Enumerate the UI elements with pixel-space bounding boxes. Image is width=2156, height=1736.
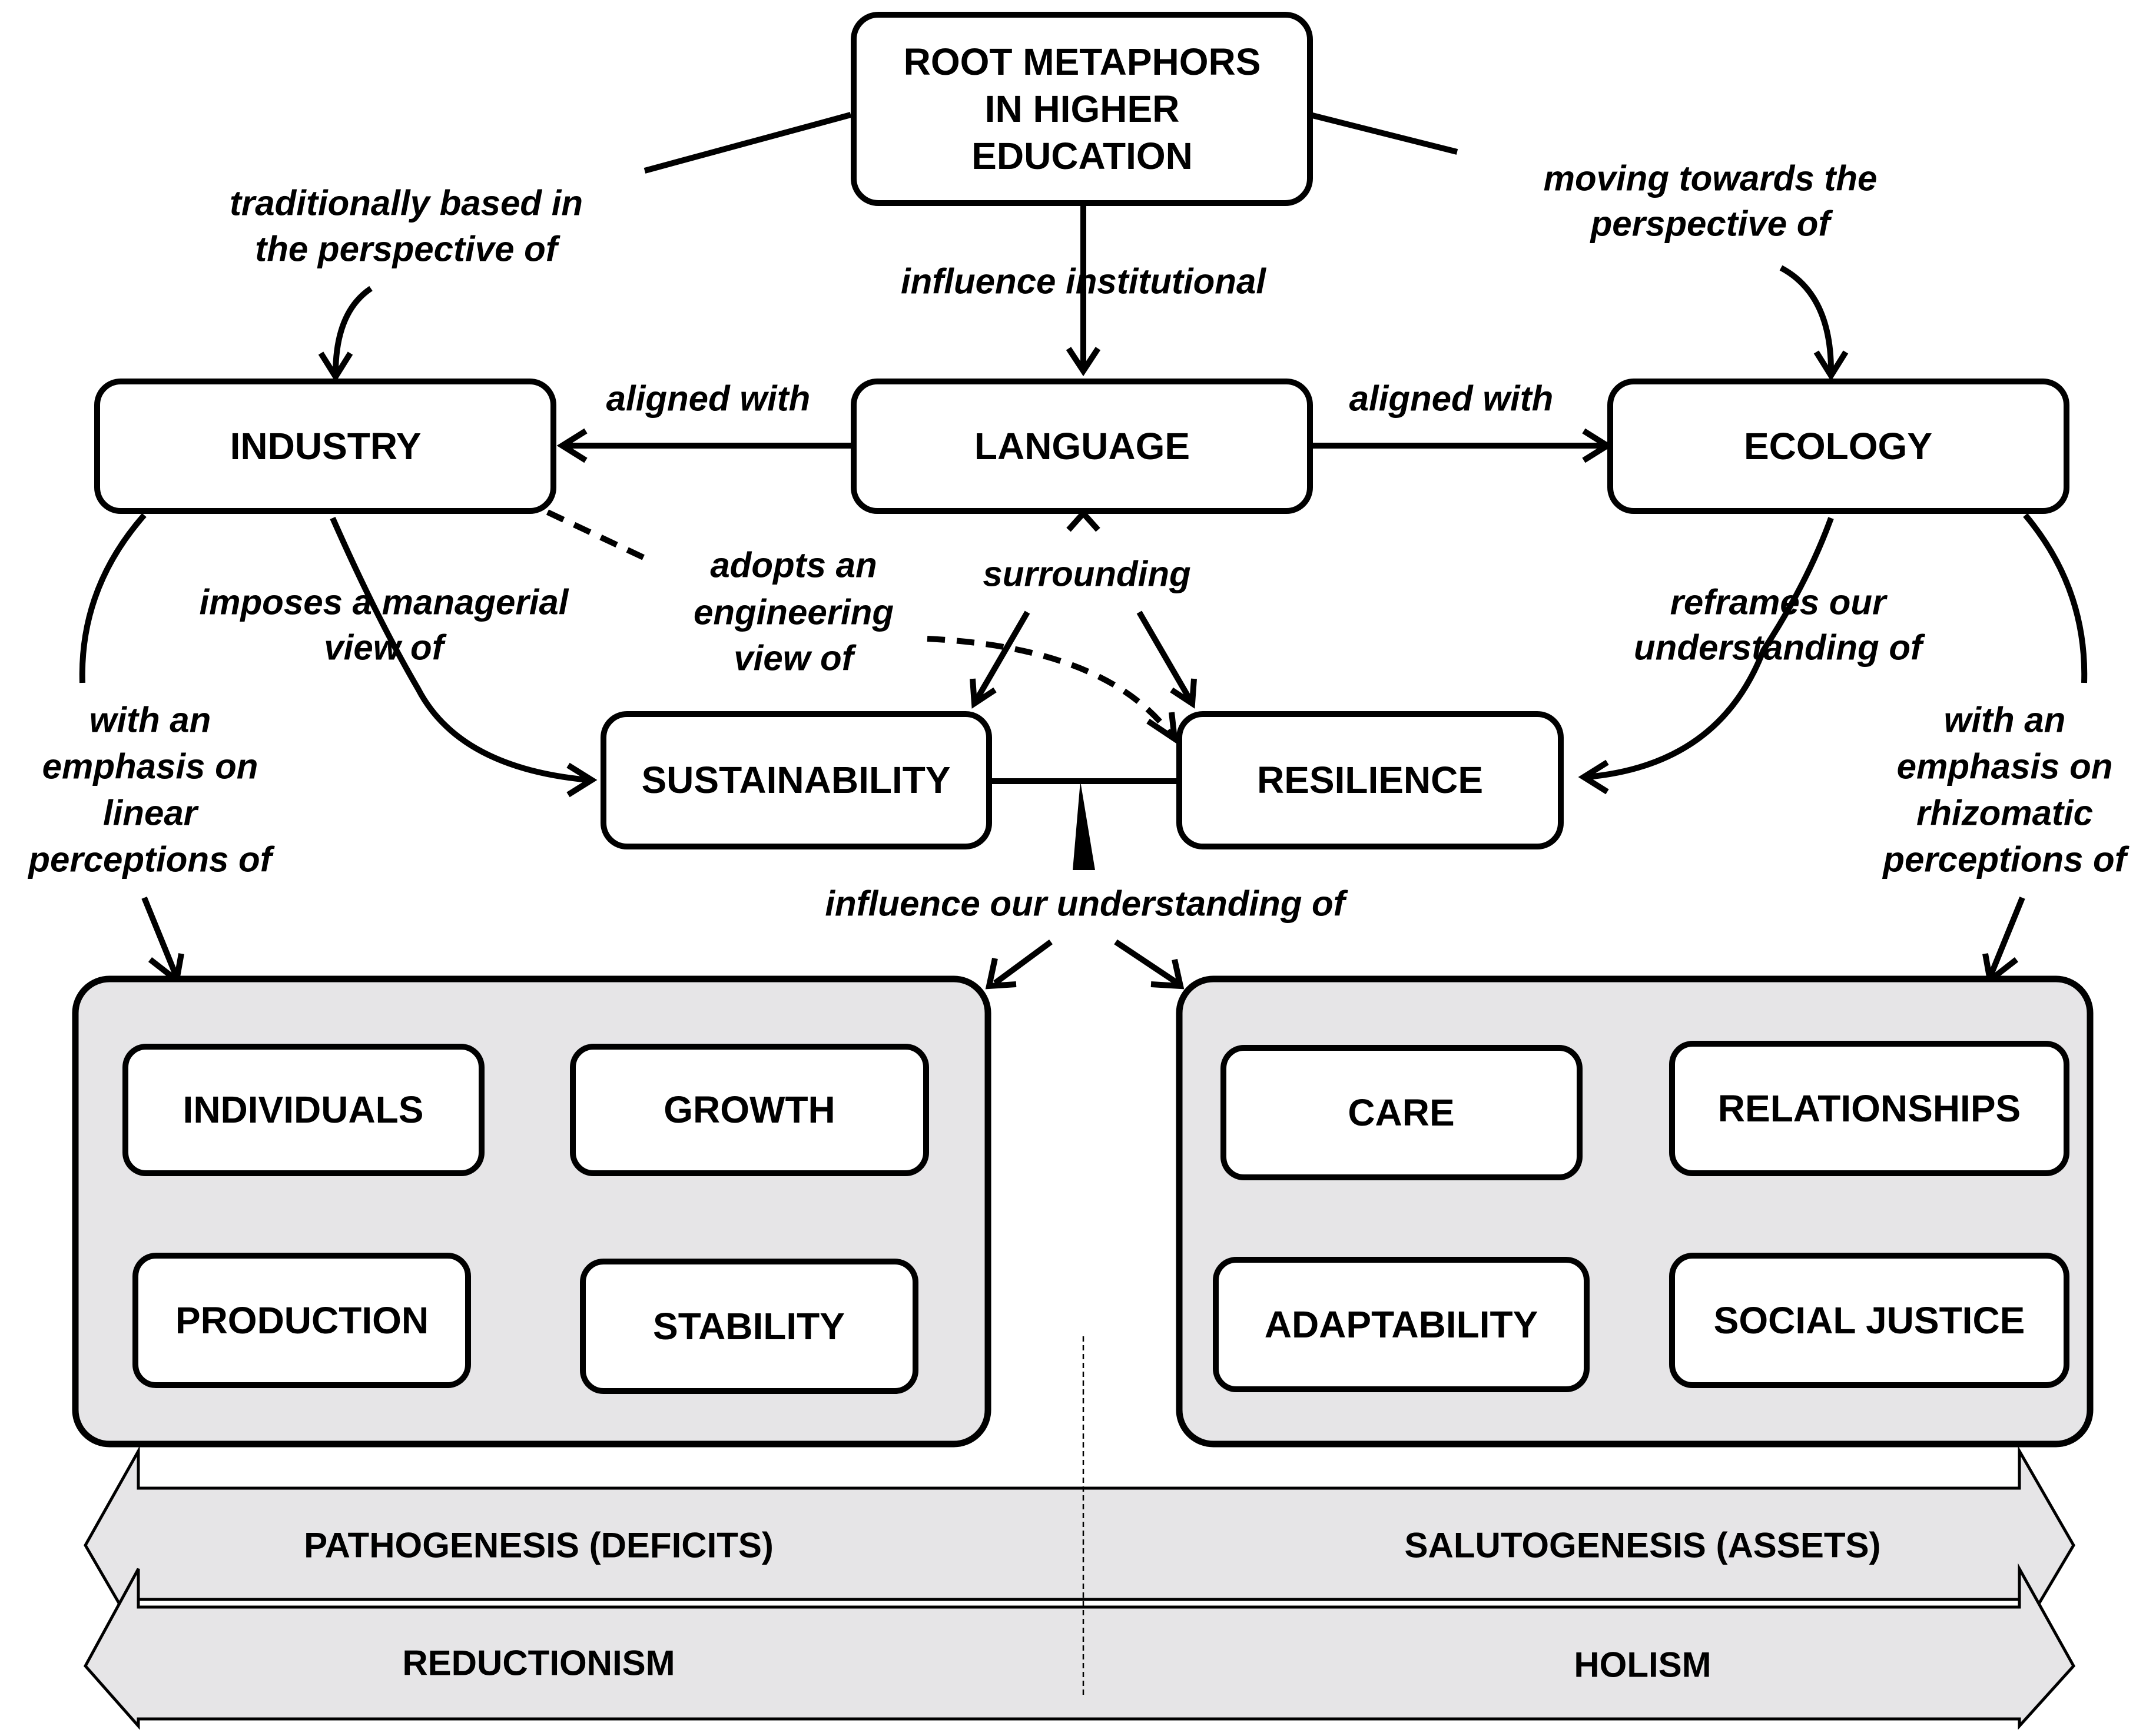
resilience-label: RESILIENCE xyxy=(1257,759,1483,801)
sustainability-node: SUSTAINABILITY xyxy=(601,711,992,849)
arrow-to-resilience xyxy=(1136,610,1197,709)
ecology-label: ECOLOGY xyxy=(1744,425,1932,467)
root-line-3: EDUCATION xyxy=(971,135,1193,177)
label-rhizomatic-line-3: rhizomatic xyxy=(1916,794,2093,833)
label-imposes-line-1: imposes a managerial xyxy=(200,583,569,622)
language-label: LANGUAGE xyxy=(974,425,1190,467)
arrow-ecology-to-resilience xyxy=(1578,517,1834,795)
label-imposes: imposes a managerial view of xyxy=(200,583,569,668)
label-reframes-line-2: understanding of xyxy=(1634,628,1925,668)
arrow-language-to-industry xyxy=(556,428,857,463)
salutogenesis-label: SALUTOGENESIS (ASSETS) xyxy=(1404,1526,1880,1565)
arrow-emphasis-linear xyxy=(141,897,184,986)
dashed-industry-to-resilience xyxy=(546,509,1179,745)
arrow-emphasis-rhizomatic xyxy=(1982,897,2025,986)
label-adopts: adopts an engineering view of xyxy=(694,546,894,678)
label-linear-line-1: with an xyxy=(89,701,211,740)
label-surrounding: surrounding xyxy=(983,555,1190,594)
root-to-right-line xyxy=(1309,112,1458,155)
label-traditionally-line-1: traditionally based in xyxy=(230,184,583,223)
care-label: CARE xyxy=(1348,1091,1454,1134)
sustainability-resilience-link xyxy=(992,778,1180,870)
root-line-2: IN HIGHER xyxy=(985,88,1180,130)
root-node: ROOT METAPHORS IN HIGHER EDUCATION xyxy=(851,12,1313,206)
label-traditionally-line-2: the perspective of xyxy=(255,230,560,269)
adaptability-node: ADAPTABILITY xyxy=(1213,1257,1590,1392)
industry-node: INDUSTRY xyxy=(94,379,556,514)
label-aligned-right: aligned with xyxy=(1349,379,1554,419)
label-linear-line-3: linear xyxy=(103,794,200,833)
relationships-node: RELATIONSHIPS xyxy=(1669,1041,2069,1176)
label-influence-institutional: influence institutional xyxy=(901,262,1266,301)
holism-label: HOLISM xyxy=(1574,1645,1711,1685)
arrow-to-ecology xyxy=(1779,265,1849,381)
production-label: PRODUCTION xyxy=(175,1299,429,1342)
arrow-to-right-group xyxy=(1114,939,1185,990)
label-adopts-line-1: adopts an xyxy=(710,546,877,585)
root-to-left-line xyxy=(644,112,852,174)
sustainability-label: SUSTAINABILITY xyxy=(641,759,950,801)
growth-node: GROWTH xyxy=(570,1044,929,1176)
arc-industry-emphasis xyxy=(79,513,147,683)
label-linear-line-2: emphasis on xyxy=(42,747,258,786)
social-justice-node: SOCIAL JUSTICE xyxy=(1669,1253,2069,1388)
care-node: CARE xyxy=(1220,1045,1583,1180)
label-emphasis-rhizomatic: with an emphasis on rhizomatic perceptio… xyxy=(1882,701,2129,879)
arrow-language-to-ecology xyxy=(1310,428,1613,463)
industry-label: INDUSTRY xyxy=(230,425,422,467)
production-node: PRODUCTION xyxy=(132,1253,471,1388)
label-reframes: reframes our understanding of xyxy=(1634,583,1925,668)
label-reframes-line-1: reframes our xyxy=(1670,583,1888,622)
label-emphasis-linear: with an emphasis on linear perceptions o… xyxy=(27,701,274,879)
label-linear-line-4: perceptions of xyxy=(27,840,274,879)
label-moving: moving towards the perspective of xyxy=(1544,159,1878,244)
spectrum-arrow-bottom xyxy=(83,1563,2076,1730)
label-traditionally: traditionally based in the perspective o… xyxy=(230,184,583,269)
growth-label: GROWTH xyxy=(664,1088,835,1131)
arrow-to-industry xyxy=(318,286,373,383)
label-imposes-line-2: view of xyxy=(324,628,446,668)
label-moving-line-1: moving towards the xyxy=(1544,159,1878,198)
arrow-to-sustainability xyxy=(970,610,1030,709)
reductionism-label: REDUCTIONISM xyxy=(402,1644,675,1683)
label-rhizomatic-line-1: with an xyxy=(1944,701,2066,740)
label-adopts-line-2: engineering xyxy=(694,593,894,632)
arrow-surrounding-to-language xyxy=(1066,509,1100,532)
root-line-1: ROOT METAPHORS xyxy=(904,41,1261,83)
label-aligned-left: aligned with xyxy=(606,379,811,419)
label-moving-line-2: perspective of xyxy=(1590,204,1833,244)
label-influence-understanding: influence our understanding of xyxy=(825,884,1348,924)
pathogenesis-label: PATHOGENESIS (DEFICITS) xyxy=(304,1526,774,1565)
adaptability-label: ADAPTABILITY xyxy=(1265,1303,1538,1346)
label-adopts-line-3: view of xyxy=(734,639,856,678)
social-justice-label: SOCIAL JUSTICE xyxy=(1714,1299,2025,1342)
stability-label: STABILITY xyxy=(653,1305,845,1347)
arrow-root-to-language xyxy=(1066,206,1101,377)
stability-node: STABILITY xyxy=(580,1259,918,1394)
left-group-panel: INDIVIDUALS GROWTH PRODUCTION STABILITY xyxy=(72,975,991,1448)
individuals-node: INDIVIDUALS xyxy=(122,1044,485,1176)
label-rhizomatic-line-4: perceptions of xyxy=(1882,840,2129,879)
right-group-panel: CARE RELATIONSHIPS ADAPTABILITY SOCIAL J… xyxy=(1176,975,2094,1448)
arrow-to-left-group xyxy=(985,939,1053,990)
arc-ecology-emphasis xyxy=(2023,513,2088,683)
relationships-label: RELATIONSHIPS xyxy=(1718,1087,2021,1130)
arrow-industry-to-sustainability xyxy=(330,516,598,798)
label-rhizomatic-line-2: emphasis on xyxy=(1897,747,2113,786)
individuals-label: INDIVIDUALS xyxy=(183,1088,424,1131)
resilience-node: RESILIENCE xyxy=(1176,711,1564,849)
ecology-node: ECOLOGY xyxy=(1607,379,2069,514)
language-node: LANGUAGE xyxy=(851,379,1313,514)
